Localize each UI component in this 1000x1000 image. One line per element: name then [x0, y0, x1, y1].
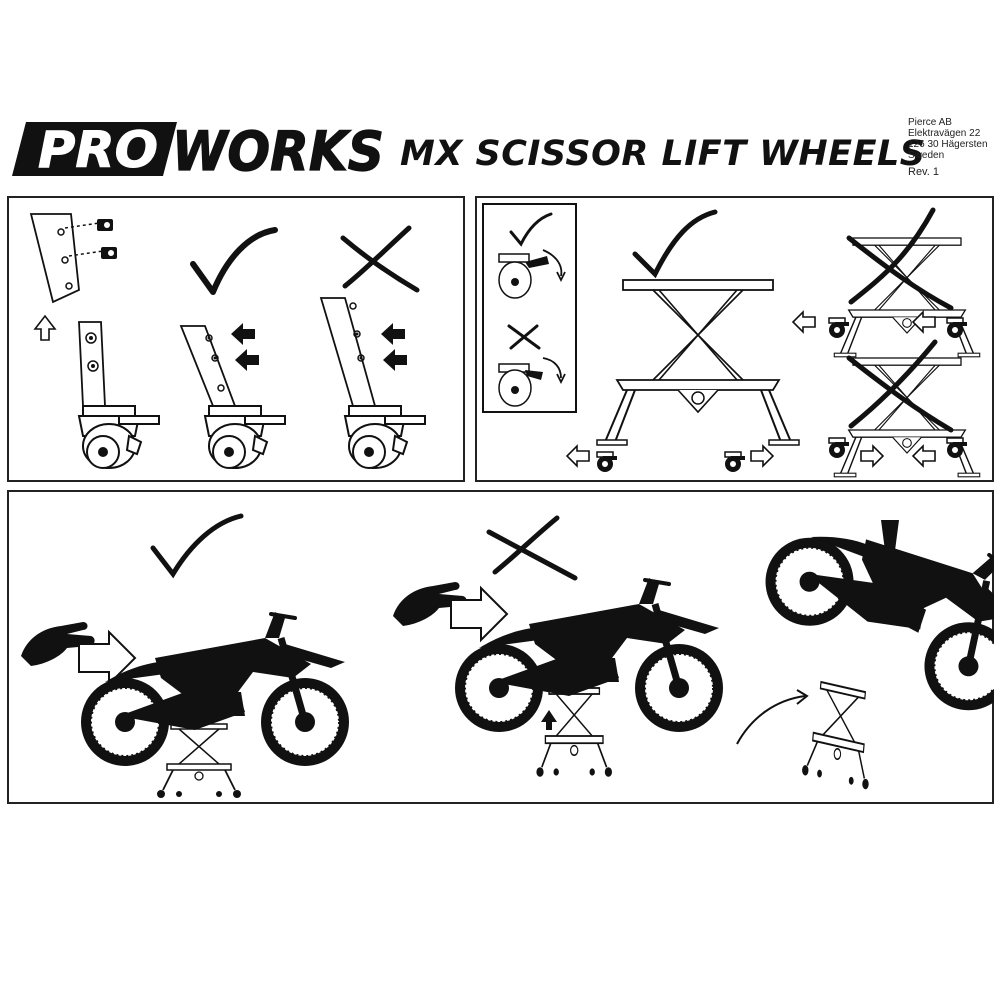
bolt-icon	[101, 247, 117, 259]
rotate-arrow-icon	[542, 249, 563, 277]
wheel-lock-illustration	[482, 203, 981, 478]
company-country: Sweden	[908, 150, 945, 161]
company-address: Pierce AB Elektravägen 22 126 30 Hägerst…	[908, 117, 988, 161]
scissor-lift-icon	[156, 723, 242, 799]
bolt-icon	[97, 219, 113, 231]
scissor-lift-icon	[535, 686, 614, 778]
step-bike-falls-warning	[736, 492, 994, 792]
caster-wheel-icon	[828, 437, 850, 459]
arrow-left-icon	[792, 311, 816, 333]
caster-wheel-icon	[498, 253, 549, 299]
rotate-arrow-icon	[542, 357, 562, 379]
step-lock-correct	[498, 212, 566, 299]
arrow-left-icon	[912, 445, 936, 467]
caster-wheel-icon	[204, 405, 286, 469]
lifting-bike-panel	[7, 490, 994, 804]
motorcycle-icon	[81, 612, 349, 766]
cross-icon	[486, 515, 578, 581]
check-icon	[509, 212, 553, 247]
arrow-left-icon	[231, 323, 255, 345]
step-push-on-raised-lift-incorrect	[393, 515, 723, 778]
logo-pro-text: PRO	[38, 121, 158, 179]
caster-wheel-icon	[498, 363, 543, 407]
wheel-lock-panel	[475, 196, 994, 482]
step-wheels-outward-correct	[566, 209, 800, 473]
arrow-left-icon	[235, 349, 259, 371]
caster-wheel-icon	[946, 437, 968, 459]
cross-icon	[846, 339, 954, 433]
arrow-up-icon	[541, 710, 557, 730]
step-lock-incorrect	[498, 324, 566, 407]
step-correct-orientation	[179, 227, 286, 469]
cross-icon	[340, 225, 420, 293]
check-icon	[632, 209, 718, 279]
step-wheels-mixed-incorrect	[828, 339, 981, 478]
step-wheels-inward-incorrect	[792, 207, 981, 358]
caster-wheel-icon	[344, 405, 426, 469]
arrow-right-icon	[860, 445, 884, 467]
proworks-logo: PRO WORKS	[12, 119, 385, 180]
step-incorrect-orientation	[319, 225, 426, 469]
revision-label: Rev. 1	[908, 166, 939, 178]
document-title: MX SCISSOR LIFT WHEELS	[400, 134, 926, 174]
caster-wheel-icon	[724, 451, 746, 473]
arrow-left-icon	[383, 349, 407, 371]
scissor-lift-icon	[800, 678, 878, 792]
caster-wheel-icon	[78, 405, 160, 469]
scissor-lift-icon	[596, 279, 800, 446]
cross-icon	[507, 324, 541, 350]
motorcycle-icon	[750, 492, 994, 726]
caster-wheel-icon	[596, 451, 618, 473]
company-street: Elektravägen 22	[908, 128, 981, 139]
lifting-bike-illustration	[21, 492, 994, 799]
arrow-up-icon	[33, 314, 57, 341]
step-insert-bolts	[29, 213, 160, 469]
curved-arrow-icon	[736, 695, 806, 745]
arrow-left-icon	[381, 323, 405, 345]
wheel-mounting-panel	[7, 196, 465, 482]
company-name: Pierce AB	[908, 117, 952, 128]
caster-wheel-icon	[828, 317, 850, 339]
wheel-mounting-illustration	[29, 213, 426, 469]
check-icon	[150, 513, 244, 579]
logo-works-text: WORKS	[172, 120, 384, 180]
arrow-left-icon	[566, 445, 590, 467]
cross-icon	[846, 207, 954, 311]
caster-wheel-icon	[946, 317, 968, 339]
arrow-right-icon	[750, 445, 774, 467]
step-push-bike-correct	[21, 513, 349, 799]
company-postal: 126 30 Hägersten	[908, 139, 988, 150]
check-icon	[190, 227, 278, 295]
logo-pro-box	[12, 122, 177, 176]
